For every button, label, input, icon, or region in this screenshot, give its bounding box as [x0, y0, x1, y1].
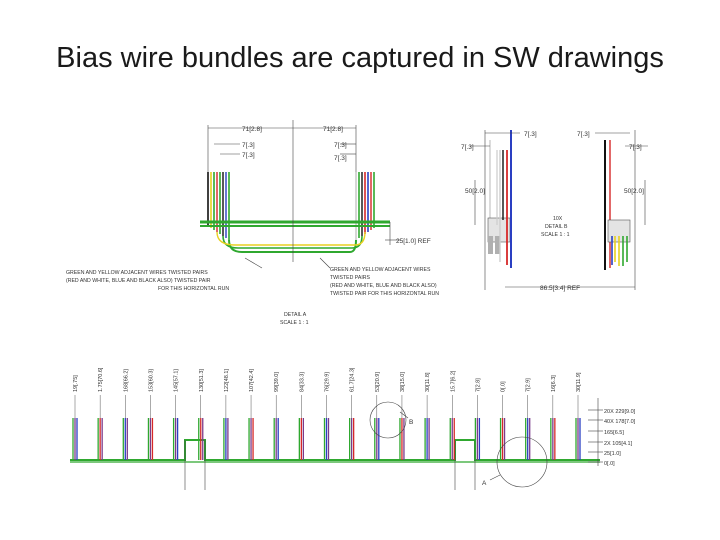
wire-position-label: 76[29.9]: [325, 372, 331, 392]
wire-position-label: 19[.75]: [73, 375, 79, 392]
dim-a-left-1: 7[.3]: [242, 142, 255, 149]
wire-position-label: 38[15.0]: [400, 372, 406, 392]
detail-a-horizontal-run: [200, 220, 390, 253]
wire-position-label: 53[20.9]: [375, 372, 381, 392]
wire-position-label: 15.7[6.2]: [450, 370, 456, 392]
wire-position-label: 168[66.2]: [123, 369, 129, 392]
wire-position-label: 130[51.3]: [199, 369, 205, 392]
callout-b-label: B: [409, 419, 413, 426]
wire-position-label: 153[60.3]: [148, 369, 154, 392]
note-left-line-2: (RED AND WHITE, BLUE AND BLACK ALSO) TWI…: [66, 278, 211, 284]
dim-b-top-left: 7[.3]: [524, 131, 537, 138]
dim-b-side-left: 7[.3]: [461, 144, 474, 151]
dim-b-height-right: 50[2.0]: [624, 188, 644, 195]
wire-position-label: 16[6.3]: [551, 375, 557, 392]
wire-position-label: 61.7[24.3]: [350, 367, 356, 392]
detail-b-left-bundle: [484, 130, 512, 290]
right-dim-6: 0[.0]: [604, 461, 615, 467]
right-dim-5: 25[1.0]: [604, 451, 621, 457]
bottom-view: 19[.75] 1.75[70.6] 168[66.2] 153[60.3] 145[5…: [70, 367, 636, 490]
dim-a-ref: 25[1.0] REF: [396, 238, 431, 245]
dim-b-top-right: 7[.3]: [577, 131, 590, 138]
wire-position-label: 30[11.9]: [576, 372, 582, 392]
dim-b-ref: 86.5[3.4] REF: [540, 285, 580, 292]
note-right-line-1: GREEN AND YELLOW ADJACENT WIRES: [330, 267, 431, 273]
wire-position-label: 122[48.1]: [224, 369, 230, 392]
detail-a-scale: SCALE 1 : 1: [280, 320, 309, 326]
wire-position-label: 1.75[70.6]: [98, 367, 104, 392]
dim-a-center-1: 7[.3]: [334, 142, 347, 149]
callout-a-label: A: [482, 480, 487, 487]
detail-b: 7[.3] 7[.3] 7[.3] 7[.3] 50[2.0] 50[2.0] …: [461, 130, 648, 292]
note-right-line-4: TWISTED PAIR FOR THIS HORIZONTAL RUN: [330, 291, 439, 297]
dim-a-left-2: 7[.3]: [242, 152, 255, 159]
detail-a-caption: DETAIL A: [284, 312, 307, 318]
wire-position-label: 107[42.4]: [249, 369, 255, 392]
slide-title: Bias wire bundles are captured in SW dra…: [56, 42, 664, 74]
right-dim-2: 40X 178[7.0]: [604, 419, 636, 425]
right-dim-4: 2X 105[4.1]: [604, 441, 633, 447]
wire-position-label: 7[2.8]: [475, 378, 481, 392]
note-left-line-3: FOR THIS HORIZONTAL RUN: [158, 286, 229, 292]
bottom-wires: 19[.75] 1.75[70.6] 168[66.2] 153[60.3] 145[5…: [72, 367, 582, 460]
right-dimension-stack: [588, 398, 603, 466]
detail-a-left-bundle: [207, 172, 230, 240]
detail-a-right-bundle: [355, 172, 375, 240]
detail-b-callout-circle: [369, 401, 407, 439]
dim-a-top-right: 71[2.8]: [323, 126, 343, 133]
base-trace: [70, 439, 600, 461]
dim-b-height-left: 50[2.0]: [465, 188, 485, 195]
note-left-line-1: GREEN AND YELLOW ADJACENT WIRES TWISTED …: [66, 270, 208, 276]
detail-a-dimension-lines: [207, 125, 400, 269]
detail-b-scale: SCALE 1 : 1: [541, 232, 570, 238]
wire-position-label: 0[.0]: [501, 381, 507, 392]
right-dim-3: 165[6.5]: [604, 430, 624, 436]
wire-position-label: 145[57.1]: [174, 369, 180, 392]
dim-a-center-2: 7[.3]: [334, 155, 347, 162]
wire-position-label: 84[33.3]: [299, 372, 305, 392]
dim-b-side-right: 7[.3]: [629, 144, 642, 151]
detail-b-count: 10X: [553, 216, 563, 222]
right-dim-1: 20X 229[9.0]: [604, 409, 636, 415]
dim-a-top-left: 71[2.8]: [242, 126, 262, 133]
wire-position-label: 30[11.8]: [425, 372, 431, 392]
detail-b-dimension-lines: [470, 132, 648, 288]
note-right-line-3: (RED AND WHITE, BLUE AND BLACK ALSO): [330, 283, 437, 289]
detail-a-callout-circle: [496, 436, 548, 488]
detail-b-caption: DETAIL B: [545, 224, 568, 230]
note-right-line-2: TWISTED PAIRS: [330, 275, 371, 281]
detail-a: 71[2.8] 71[2.8] 7[.3] 7[.3] 7[.3] 7[.3] …: [66, 120, 439, 326]
wire-position-label: 7[2.9]: [526, 378, 532, 392]
detail-b-right-bundle: [604, 130, 636, 290]
wire-position-label: 99[39.0]: [274, 372, 280, 392]
